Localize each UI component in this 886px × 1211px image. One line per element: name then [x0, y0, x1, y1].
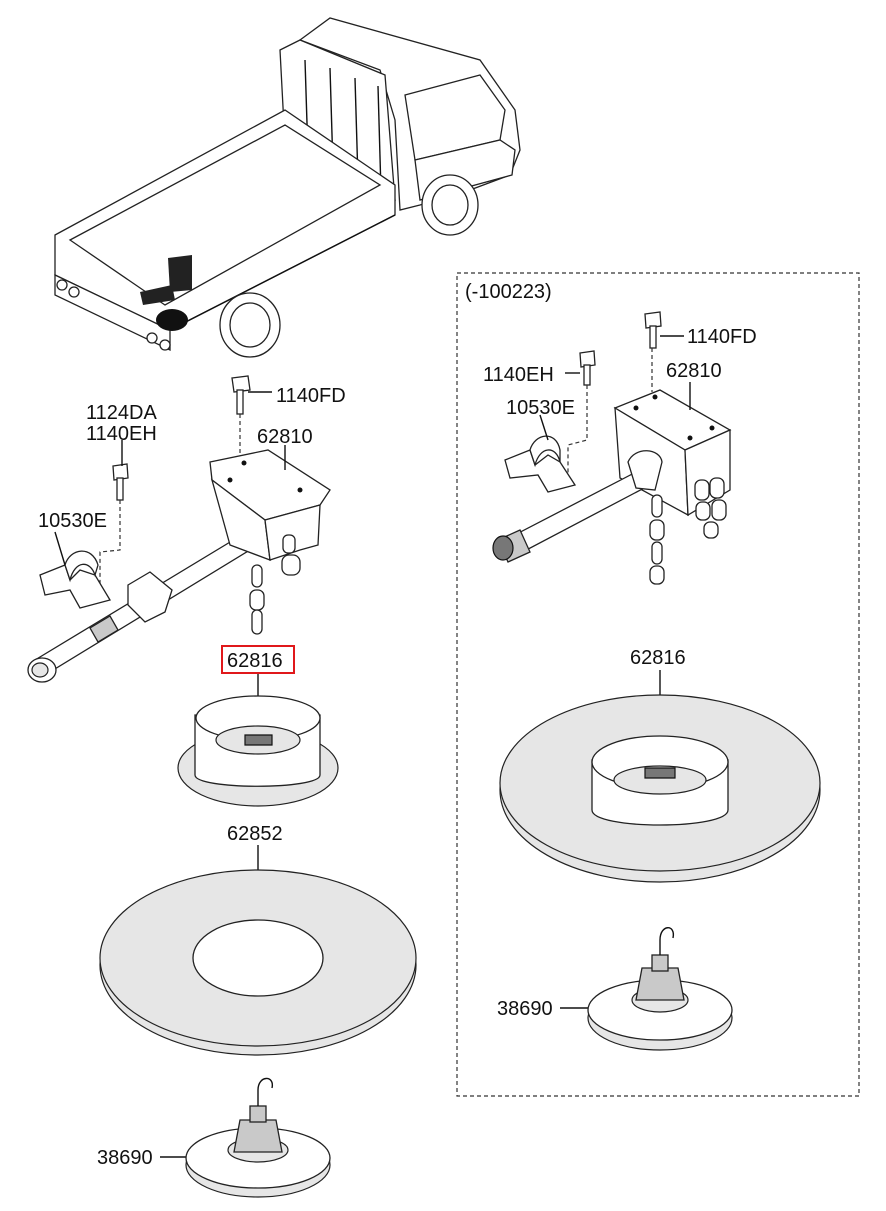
variant-assembly: [492, 311, 821, 1051]
variant-shaft: [492, 450, 663, 563]
variant-bolt-1140fd: [644, 311, 684, 349]
variant-label-62810: 62810: [666, 360, 722, 382]
bracket-62810: [209, 445, 331, 561]
variant-label-10530e: 10530E: [506, 397, 575, 419]
highlight-box: [221, 645, 295, 674]
label-62810: 62810: [257, 426, 313, 448]
variant-clamp-10530e: [504, 414, 577, 493]
variant-chain: [649, 477, 727, 585]
variant-header: (-100223): [465, 281, 552, 303]
variant-carrier-62816: [499, 670, 821, 883]
main-assembly: [27, 375, 417, 1198]
variant-bolt-1140eh: [565, 350, 596, 386]
label-1140eh: 1140EH: [86, 423, 157, 445]
variant-label-62816: 62816: [630, 647, 686, 669]
truck-illustration: [54, 17, 521, 358]
label-62816: 62816: [227, 650, 283, 672]
bolt-1140fd: [231, 375, 272, 415]
label-10530e: 10530E: [38, 510, 107, 532]
bolt-1140eh: [112, 440, 129, 501]
spacer-62852: [99, 845, 417, 1056]
hook-38690: [160, 1077, 331, 1198]
label-1140fd: 1140FD: [276, 385, 346, 407]
variant-frame: [456, 272, 860, 1097]
variant-label-1140eh: 1140EH: [483, 364, 554, 386]
carrier-62816: [177, 673, 339, 807]
clamp-10530e: [39, 531, 112, 609]
label-38690: 38690: [97, 1147, 153, 1169]
variant-label-38690: 38690: [497, 998, 553, 1020]
label-1124da: 1124DA: [86, 402, 157, 424]
label-62852: 62852: [227, 823, 283, 845]
chain: [249, 534, 301, 635]
variant-label-1140fd: 1140FD: [687, 326, 757, 348]
variant-hook-38690: [560, 927, 733, 1051]
